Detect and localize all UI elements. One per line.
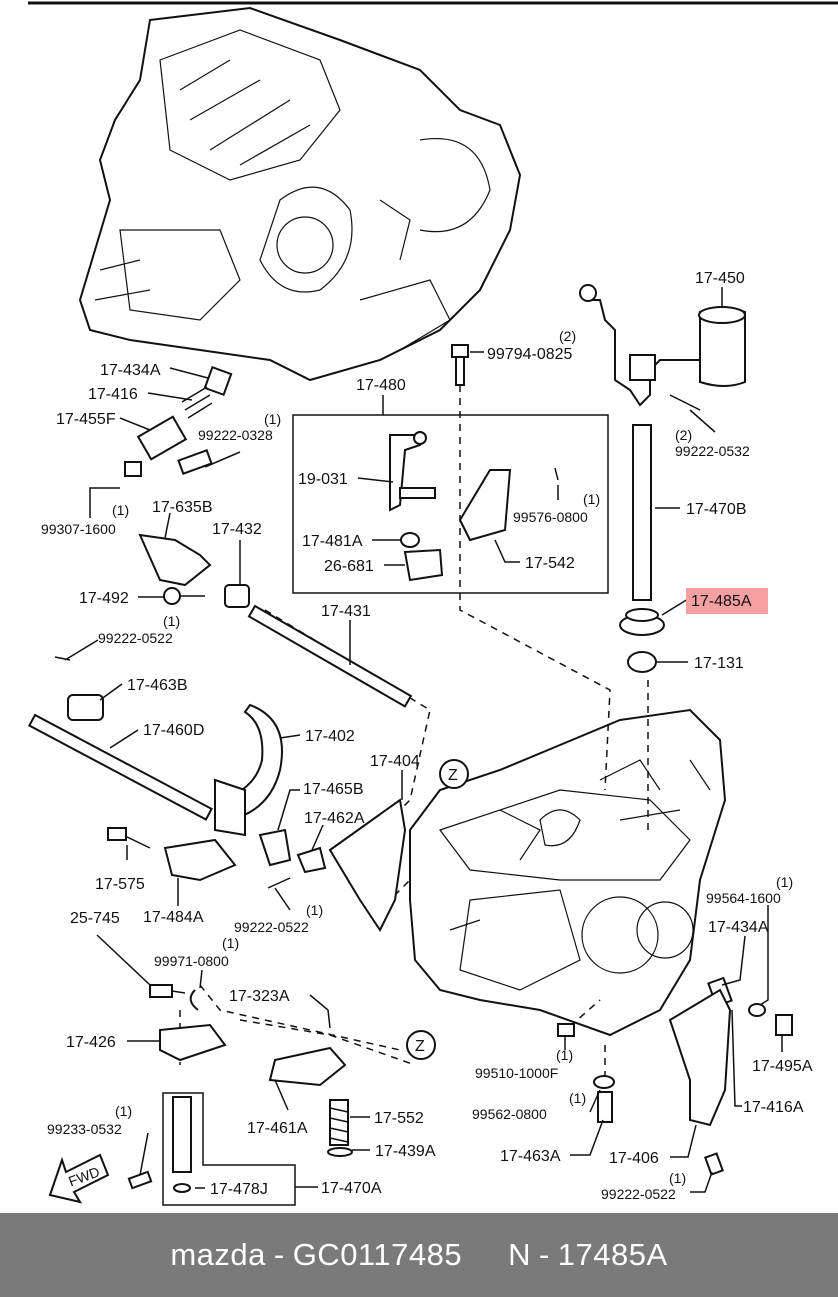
- label-99562-0800: 99562-0800: [472, 1106, 547, 1122]
- label-17-470A: 17-470A: [321, 1180, 382, 1197]
- qty-99222-0522-b: (1): [306, 902, 323, 918]
- leader-lines: [64, 287, 783, 1193]
- sub-assembly-17-480: [292, 395, 609, 594]
- zone-label-2: Z: [415, 1038, 425, 1055]
- label-17-434A-top: 17-434A: [100, 362, 161, 379]
- qty-99510: (1): [556, 1047, 573, 1063]
- label-99510-1000F: 99510-1000F: [475, 1065, 558, 1081]
- qty-99307: (1): [112, 502, 129, 518]
- label-17-434A-bot: 17-434A: [708, 919, 769, 936]
- label-17-575: 17-575: [95, 876, 145, 893]
- upper-transmission-housing: [78, 6, 522, 382]
- label-99576-0800: 99576-0800: [513, 509, 588, 525]
- label-17-450: 17-450: [695, 270, 745, 287]
- shift-lever-assembly: [579, 284, 746, 673]
- catalog-part-number: 17485A: [557, 1237, 668, 1272]
- label-17-484A: 17-484A: [143, 909, 204, 926]
- label-17-552: 17-552: [374, 1110, 424, 1127]
- label-17-402: 17-402: [305, 728, 355, 745]
- label-17-478J: 17-478J: [210, 1181, 268, 1198]
- label-17-495A: 17-495A: [752, 1058, 813, 1075]
- label-99222-0522-b: 99222-0522: [234, 919, 309, 935]
- label-17-542: 17-542: [525, 555, 575, 572]
- catalog-prefix: N: [508, 1237, 531, 1272]
- label-17-431: 17-431: [321, 603, 371, 620]
- qty-99564: (1): [776, 874, 793, 890]
- label-17-463B: 17-463B: [127, 677, 188, 694]
- qty-99233: (1): [115, 1103, 132, 1119]
- qty-99222-0532: (2): [675, 427, 692, 443]
- qty-99576: (1): [583, 491, 600, 507]
- label-26-681: 26-681: [324, 558, 374, 575]
- label-17-465B: 17-465B: [303, 781, 364, 798]
- label-99307-1600: 99307-1600: [41, 521, 116, 537]
- label-17-635B: 17-635B: [152, 499, 213, 516]
- brand-name: mazda: [170, 1237, 266, 1272]
- label-17-481A: 17-481A: [302, 533, 363, 550]
- label-17-416-top: 17-416: [88, 386, 138, 403]
- shift-forks: [138, 533, 732, 1127]
- label-99222-0328: 99222-0328: [198, 427, 273, 443]
- label-17-485A: 17-485A: [691, 593, 752, 610]
- zone-label-1: Z: [448, 767, 458, 784]
- part-number-footer: mazda - GC0117485 N - 17485A: [0, 1213, 838, 1297]
- label-17-470B: 17-470B: [686, 501, 747, 518]
- label-17-462A: 17-462A: [304, 810, 365, 827]
- label-99222-0522-a: 99222-0522: [98, 630, 173, 646]
- label-99233-0532: 99233-0532: [47, 1121, 122, 1137]
- label-19-031: 19-031: [298, 471, 348, 488]
- zone-marker-circle: [439, 759, 469, 789]
- fasteners: [28, 344, 793, 1193]
- part-labels: 17-450 (2) 99794-0825 17-434A 17-480 17-…: [41, 270, 813, 1202]
- label-17-480: 17-480: [356, 377, 406, 394]
- label-17-404: 17-404: [370, 753, 420, 770]
- label-17-323A: 17-323A: [229, 988, 290, 1005]
- label-17-455F: 17-455F: [56, 411, 116, 428]
- qty-99222-0522-c: (1): [669, 1170, 686, 1186]
- footer-separator: -: [538, 1237, 550, 1272]
- qty-99222-0328: (1): [264, 411, 281, 427]
- label-25-745: 25-745: [70, 910, 120, 927]
- label-17-406: 17-406: [609, 1150, 659, 1167]
- label-17-416A: 17-416A: [743, 1099, 804, 1116]
- label-17-131: 17-131: [694, 655, 744, 672]
- zone-marker-circle: [406, 1030, 436, 1060]
- label-17-439A: 17-439A: [375, 1143, 436, 1160]
- sub-assembly-17-470A: [162, 1092, 318, 1206]
- qty-99794: (2): [559, 328, 576, 344]
- exploded-parts-diagram: 17-450 (2) 99794-0825 17-434A 17-480 17-…: [28, 1, 838, 1206]
- label-17-432: 17-432: [212, 521, 262, 538]
- label-17-461A: 17-461A: [247, 1120, 308, 1137]
- oem-part-number: GC0117485: [292, 1237, 463, 1272]
- fwd-arrow: [48, 1153, 110, 1204]
- label-17-463A: 17-463A: [500, 1148, 561, 1165]
- qty-99562: (1): [569, 1090, 586, 1106]
- lower-transmission-housing: [409, 708, 727, 1037]
- label-99222-0532: 99222-0532: [675, 443, 750, 459]
- selected-part-highlight: [686, 588, 768, 614]
- label-17-492: 17-492: [79, 590, 129, 607]
- label-17-460D: 17-460D: [143, 722, 204, 739]
- footer-separator: -: [273, 1237, 285, 1272]
- label-99971-0800: 99971-0800: [154, 953, 229, 969]
- qty-99971: (1): [222, 935, 239, 951]
- label-99564-1600: 99564-1600: [706, 890, 781, 906]
- label-17-426: 17-426: [66, 1034, 116, 1051]
- qty-99222-0522-a: (1): [163, 613, 180, 629]
- label-99222-0522-c: 99222-0522: [601, 1186, 676, 1202]
- label-99794-0825: 99794-0825: [487, 346, 573, 363]
